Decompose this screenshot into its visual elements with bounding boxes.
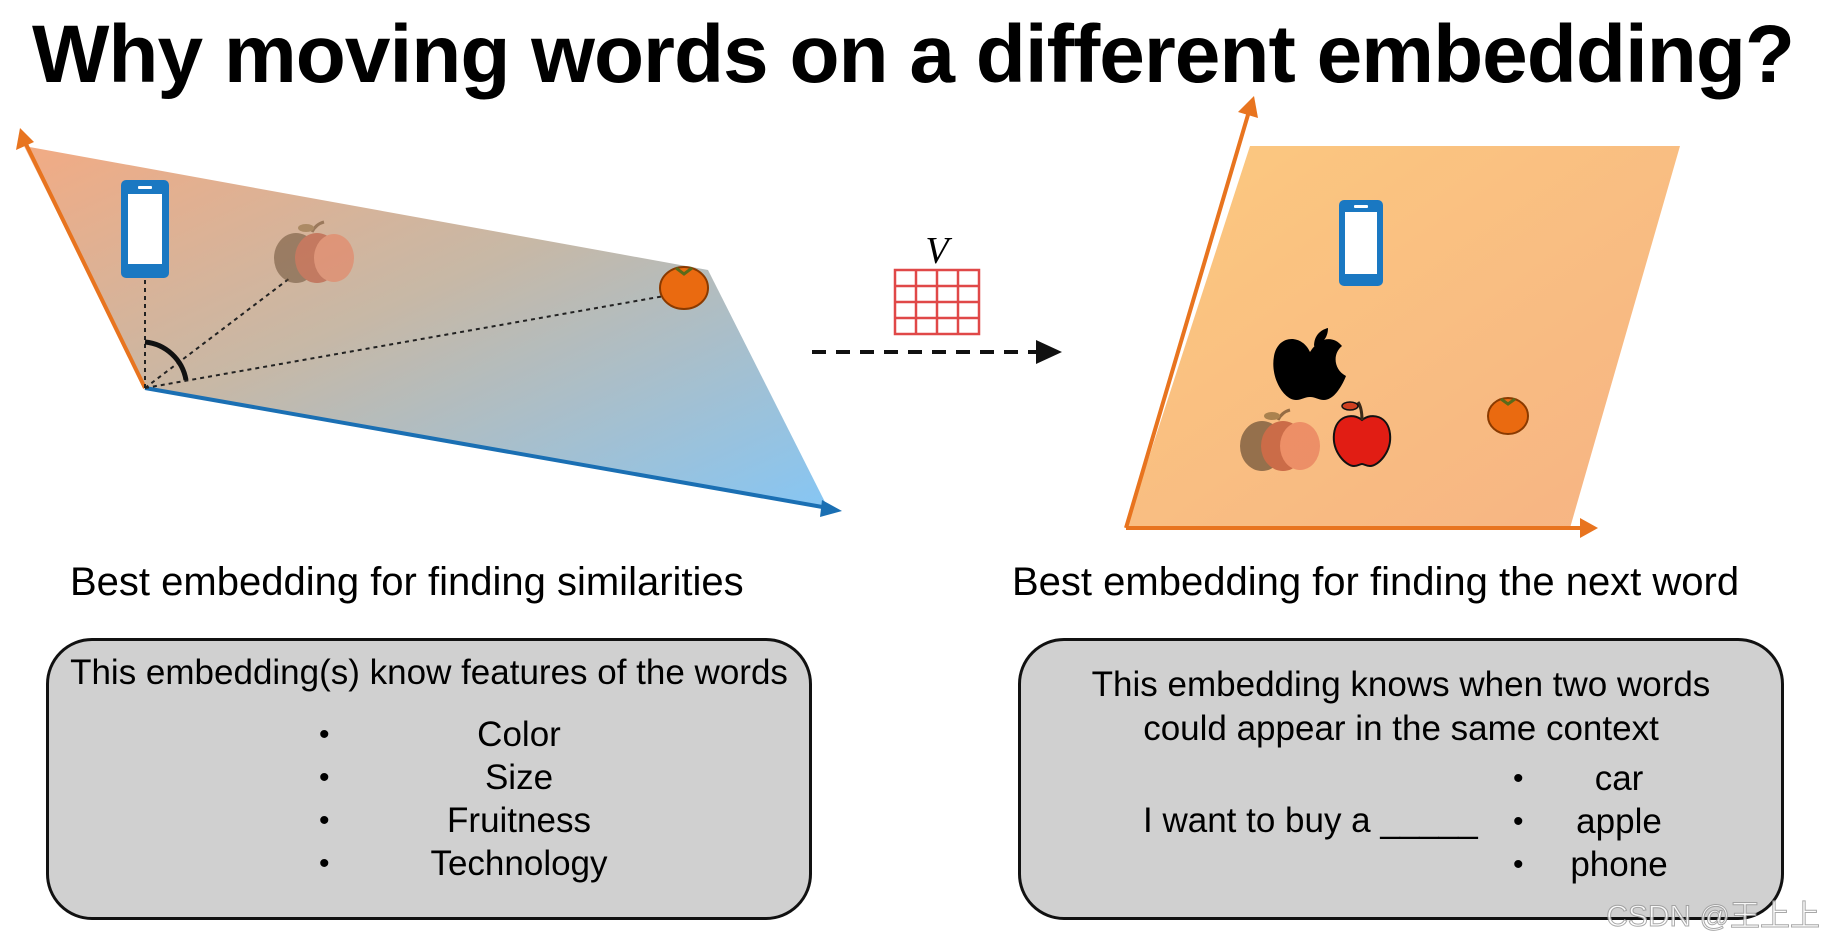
choice-label: phone bbox=[1559, 843, 1679, 886]
feature-label: Size bbox=[429, 756, 609, 799]
feature-label: Color bbox=[429, 713, 609, 756]
phone-icon bbox=[1339, 200, 1383, 286]
right-axis-horizontal-arrowhead bbox=[1580, 518, 1598, 538]
bullet: • bbox=[319, 756, 429, 799]
bullet: • bbox=[319, 842, 429, 885]
list-item: •Fruitness bbox=[319, 799, 609, 842]
example-sentence: I want to buy a _____ bbox=[1143, 801, 1478, 841]
feature-label: Technology bbox=[429, 842, 609, 885]
right-axis-vertical-arrowhead bbox=[1238, 96, 1258, 118]
left-box-heading: This embedding(s) know features of the w… bbox=[49, 653, 809, 693]
right-info-box: This embedding knows when two words coul… bbox=[1018, 638, 1784, 920]
list-item: •phone bbox=[1513, 843, 1679, 886]
watermark: CSDN @王上上 bbox=[1606, 891, 1820, 935]
feature-label: Fruitness bbox=[429, 799, 609, 842]
orange-icon bbox=[1488, 398, 1528, 434]
matrix-label: V bbox=[925, 230, 952, 272]
list-item: •Technology bbox=[319, 842, 609, 885]
list-item: •Size bbox=[319, 756, 609, 799]
right-embedding-plane bbox=[1126, 96, 1680, 538]
left-info-box: This embedding(s) know features of the w… bbox=[46, 638, 812, 920]
orange-icon bbox=[660, 267, 708, 309]
left-axis-blue-arrowhead bbox=[820, 500, 842, 517]
bullet: • bbox=[319, 799, 429, 842]
feature-list: •Color •Size •Fruitness •Technology bbox=[319, 713, 609, 885]
transform-arrow bbox=[812, 340, 1062, 364]
left-embedding-plane bbox=[16, 128, 842, 517]
list-item: •Color bbox=[319, 713, 609, 756]
choice-list: •car •apple •phone bbox=[1513, 757, 1679, 886]
phone-icon bbox=[121, 180, 169, 278]
transform-matrix: V bbox=[895, 230, 979, 334]
matrix-grid bbox=[895, 270, 979, 334]
choice-label: car bbox=[1559, 757, 1679, 800]
left-caption: Best embedding for finding similarities bbox=[70, 560, 744, 605]
list-item: •apple bbox=[1513, 800, 1679, 843]
right-box-heading: This embedding knows when two words coul… bbox=[1021, 663, 1781, 751]
bullet: • bbox=[1513, 843, 1559, 886]
list-item: •car bbox=[1513, 757, 1679, 800]
bullet: • bbox=[319, 713, 429, 756]
choice-label: apple bbox=[1559, 800, 1679, 843]
right-caption: Best embedding for finding the next word bbox=[1012, 560, 1739, 605]
bullet: • bbox=[1513, 757, 1559, 800]
bullet: • bbox=[1513, 800, 1559, 843]
